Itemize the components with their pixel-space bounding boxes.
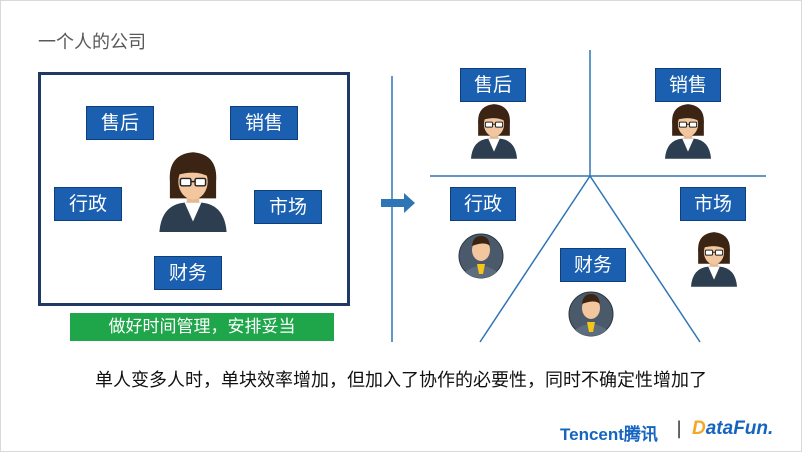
right-arrow-icon	[381, 193, 415, 213]
datafun-logo: DataFun.	[692, 418, 773, 440]
right-tag-sales: 销售	[655, 68, 721, 102]
datafun-logo-accent: D	[692, 418, 706, 439]
admin-person-icon	[458, 233, 504, 279]
right-tag-marketing: 市场	[680, 187, 746, 221]
time-management-note: 做好时间管理，安排妥当	[70, 313, 334, 341]
datafun-logo-text: ataFun.	[705, 418, 774, 439]
sales-person-icon	[664, 103, 712, 160]
division-lines	[430, 50, 766, 343]
after-sales-person-icon	[470, 103, 518, 160]
finance-person-icon	[568, 291, 614, 337]
tag-finance: 财务	[154, 256, 222, 290]
summary-caption: 单人变多人时，单块效率增加，但加入了协作的必要性，同时不确定性增加了	[95, 370, 707, 391]
marketing-person-icon	[690, 231, 738, 288]
right-tag-after-sales: 售后	[460, 68, 526, 102]
tencent-logo-text: Tencent	[560, 425, 624, 444]
logo-separator: |	[676, 418, 683, 439]
right-tag-finance: 财务	[560, 248, 626, 282]
slide-title: 一个人的公司	[38, 32, 146, 53]
tencent-logo-cn: 腾讯	[623, 425, 658, 444]
single-person-icon	[158, 151, 228, 233]
tag-admin: 行政	[54, 187, 122, 221]
tag-sales: 销售	[230, 106, 298, 140]
tencent-logo: Tencent腾讯	[560, 420, 658, 445]
single-person-box	[38, 72, 350, 306]
tag-marketing: 市场	[254, 190, 322, 224]
right-tag-admin: 行政	[450, 187, 516, 221]
tag-after-sales: 售后	[86, 106, 154, 140]
